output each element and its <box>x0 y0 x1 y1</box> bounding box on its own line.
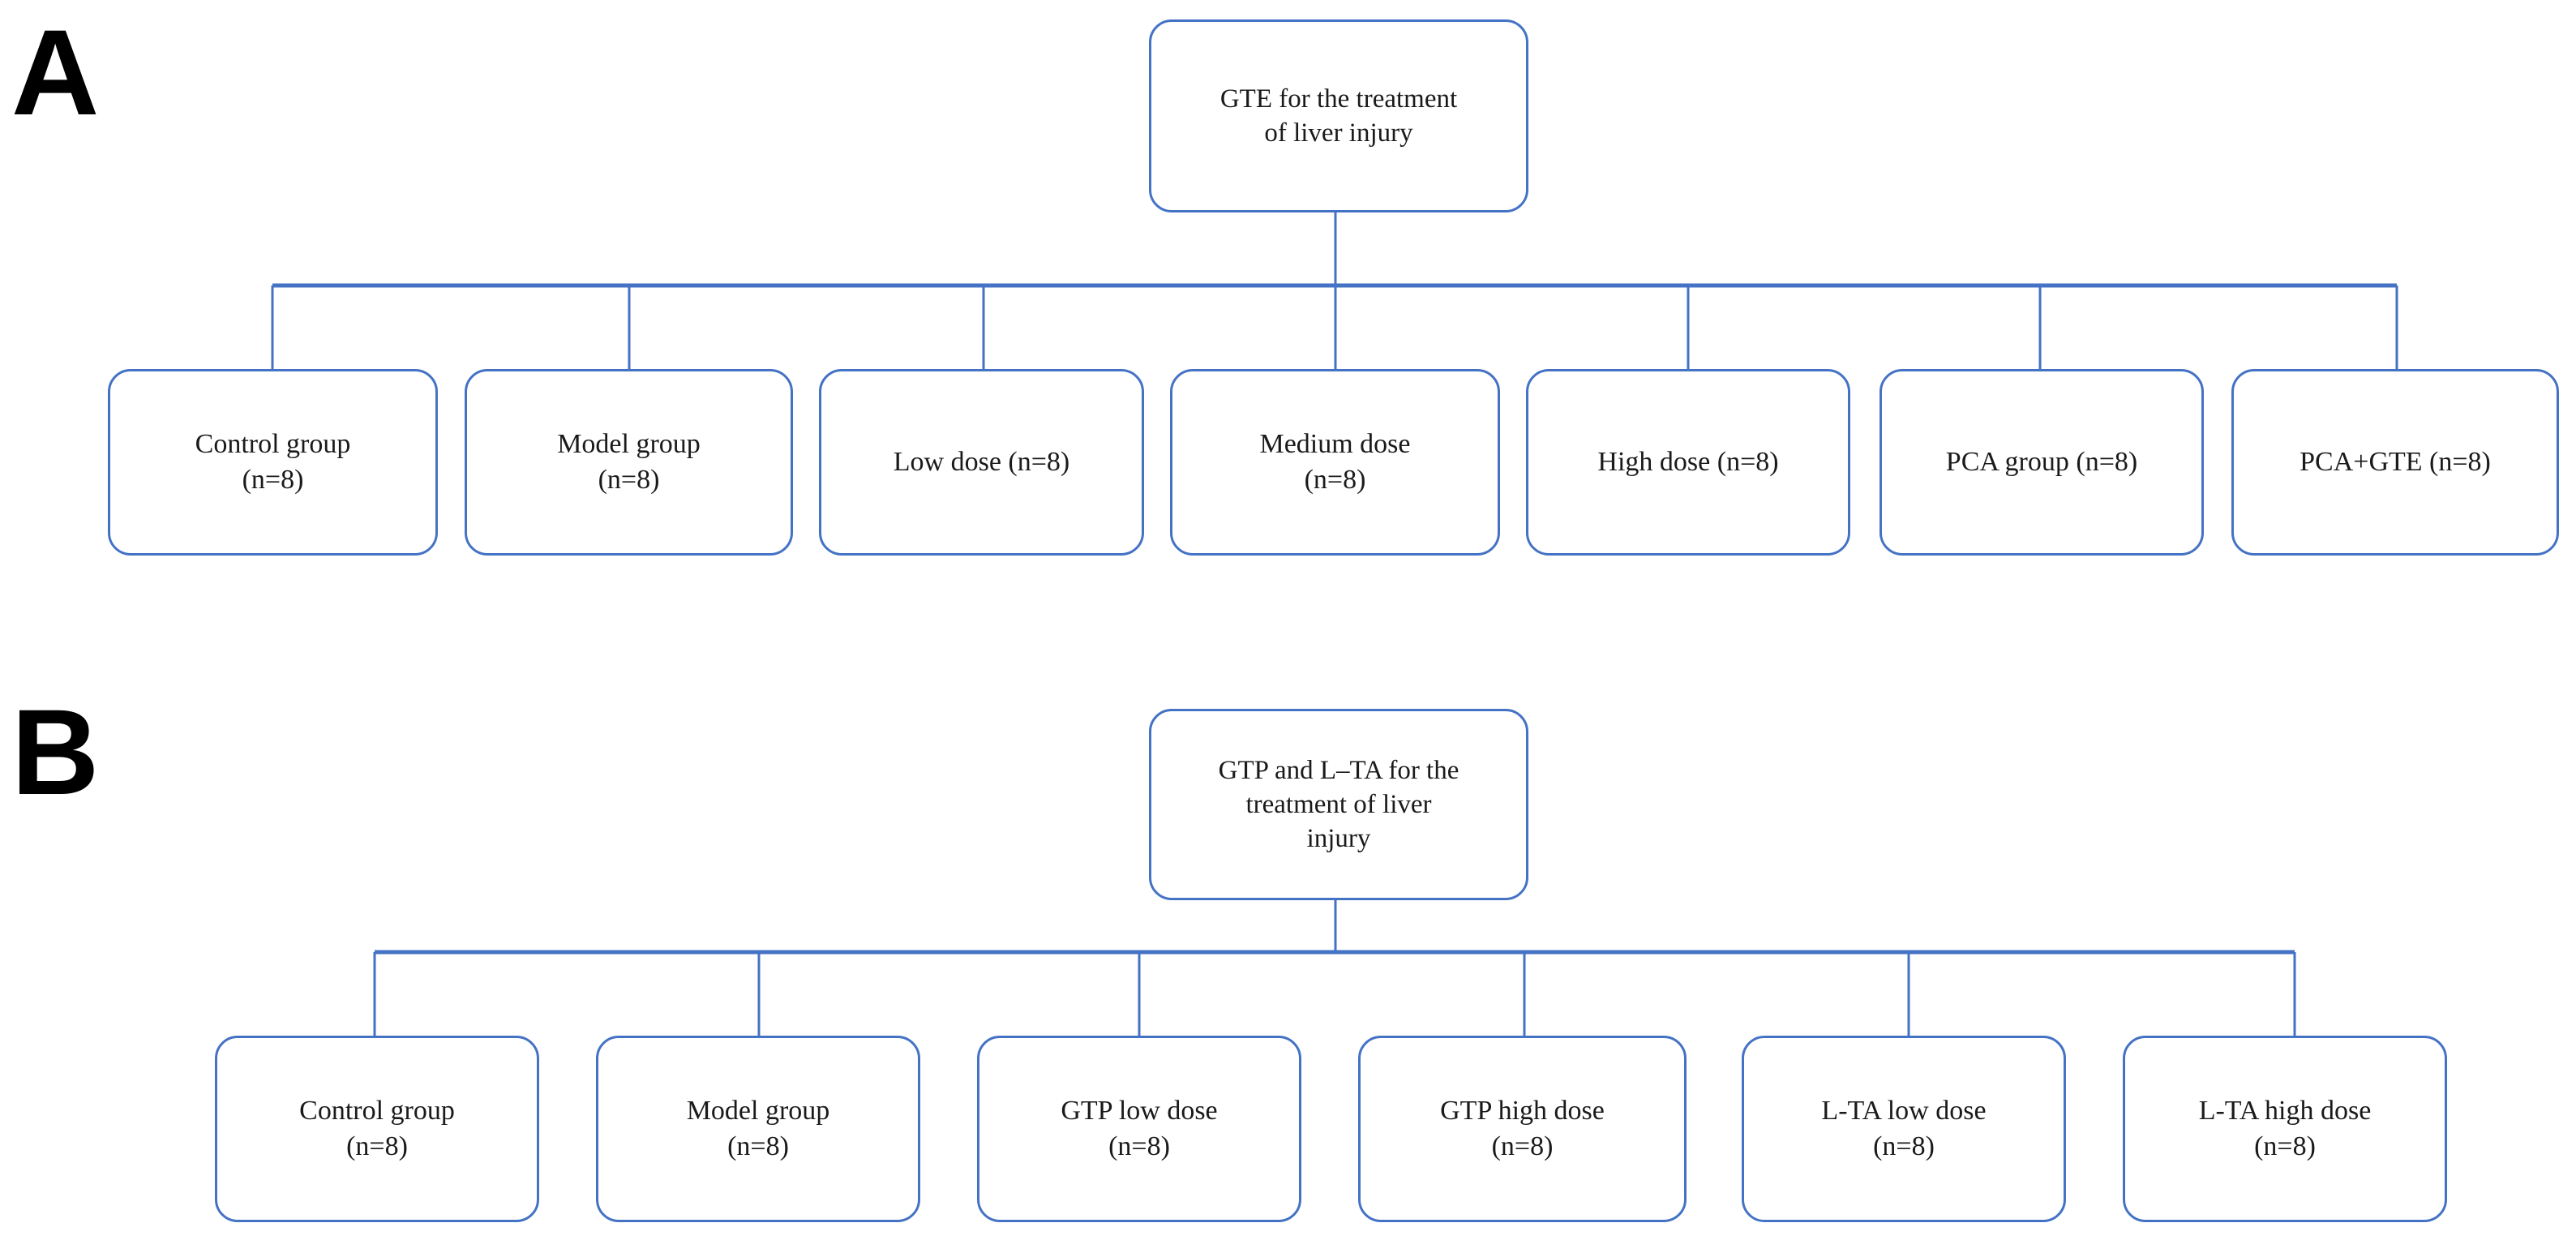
group-node-a-6-label: PCA+GTE (n=8) <box>2300 447 2491 478</box>
group-node-b-5: L-TA high dose (n=8) <box>2123 1036 2447 1222</box>
group-node-b-0: Control group (n=8) <box>215 1036 539 1222</box>
group-node-a-6: PCA+GTE (n=8) <box>2231 369 2559 556</box>
group-node-a-0: Control group (n=8) <box>108 369 438 556</box>
root-node-a-label: GTE for the treatment of liver injury <box>1219 84 1458 148</box>
group-node-a-5-label: PCA group (n=8) <box>1945 447 2138 478</box>
group-node-a-2-label: Low dose (n=8) <box>893 447 1070 478</box>
group-node-a-0-label: Control group (n=8) <box>195 429 351 495</box>
group-node-b-0-label: Control group (n=8) <box>299 1096 455 1161</box>
group-node-b-4-label: L-TA low dose (n=8) <box>1821 1096 1987 1161</box>
root-node-b-label: GTP and L–TA for the treatment of liver … <box>1218 755 1459 854</box>
group-node-b-1-label: Model group (n=8) <box>686 1096 830 1161</box>
panel-label-b: B <box>11 684 99 820</box>
group-node-a-2: Low dose (n=8) <box>819 369 1144 556</box>
root-node-a: GTE for the treatment of liver injury <box>1149 19 1528 212</box>
group-node-b-3-label: GTP high dose (n=8) <box>1440 1096 1605 1161</box>
group-node-a-4: High dose (n=8) <box>1526 369 1850 556</box>
group-node-b-2-label: GTP low dose (n=8) <box>1061 1096 1218 1161</box>
group-node-a-3-label: Medium dose (n=8) <box>1259 429 1411 495</box>
group-node-a-5: PCA group (n=8) <box>1879 369 2204 556</box>
group-node-a-1: Model group (n=8) <box>465 369 793 556</box>
root-node-b: GTP and L–TA for the treatment of liver … <box>1149 709 1528 900</box>
group-node-b-1: Model group (n=8) <box>596 1036 920 1222</box>
group-node-b-2: GTP low dose (n=8) <box>977 1036 1301 1222</box>
group-node-b-4: L-TA low dose (n=8) <box>1742 1036 2066 1222</box>
panel-label-a: A <box>11 4 99 140</box>
group-node-a-1-label: Model group (n=8) <box>557 429 701 495</box>
group-node-a-4-label: High dose (n=8) <box>1597 447 1779 478</box>
group-node-b-5-label: L-TA high dose (n=8) <box>2198 1096 2372 1161</box>
group-node-b-3: GTP high dose (n=8) <box>1358 1036 1687 1222</box>
group-node-a-3: Medium dose (n=8) <box>1170 369 1500 556</box>
